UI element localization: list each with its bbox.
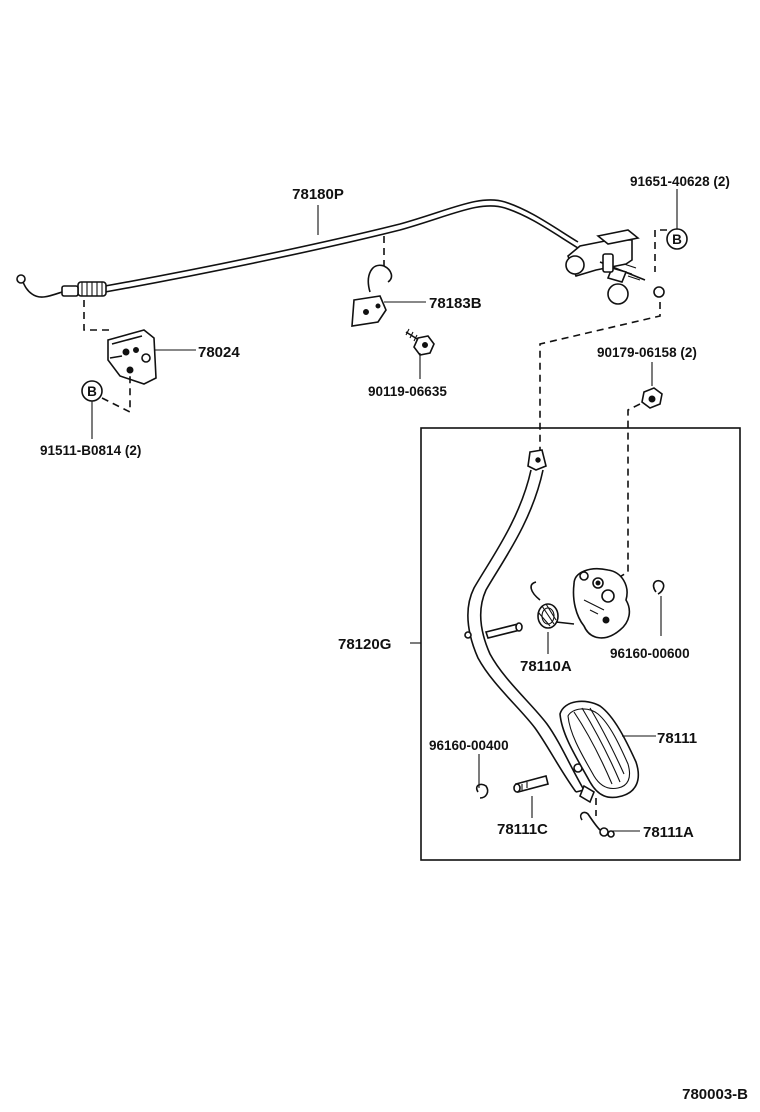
label-pin: 78111C [497, 821, 548, 838]
pedal-pad-78111 [559, 700, 640, 804]
label-bracket-cable: 78183B [429, 295, 482, 312]
label-nut-right: 90179-06158 (2) [597, 345, 697, 360]
nut-90179 [641, 387, 663, 409]
label-bracket-left: 78024 [198, 344, 240, 361]
leader-lines [83, 189, 678, 579]
label-pedal-lever: 78120G [338, 636, 391, 653]
clip-78111a [579, 811, 615, 838]
bracket-78024 [107, 329, 157, 385]
bolt-90119 [405, 328, 435, 356]
label-bolt-mid: 90119-06635 [368, 384, 447, 399]
label-cable: 78180P [292, 186, 344, 203]
accelerator-pedal-lever [467, 449, 585, 793]
diagram-id: 780003-B [682, 1086, 748, 1103]
pedal-assembly-frame [420, 427, 741, 861]
cable-support-bracket [351, 264, 393, 327]
clip-96160-00600 [652, 579, 665, 595]
label-clip-pad: 78111A [643, 824, 694, 841]
ref-marker-b-left: B [81, 380, 103, 402]
label-pedal-pad: 78111 [657, 730, 697, 747]
clip-96160-00400 [475, 783, 489, 799]
svg-text:B: B [87, 384, 97, 399]
cable-end-nipple [16, 274, 26, 284]
pedal-leader-lines [478, 596, 662, 832]
svg-text:B: B [672, 232, 682, 247]
pedal-bracket-plate [572, 568, 631, 639]
pivot-shaft [464, 622, 523, 639]
return-spring-78110a [530, 581, 575, 629]
label-bolt-top: 91651-40628 (2) [630, 174, 730, 189]
throttle-cable [16, 199, 665, 305]
label-clip-left: 96160-00400 [429, 738, 509, 753]
pin-78111c [513, 775, 549, 793]
label-spring: 78110A [520, 658, 572, 675]
label-clip-right: 96160-00600 [610, 646, 690, 661]
label-bolt-left: 91511-B0814 (2) [40, 443, 141, 458]
cable-end-stud [653, 286, 665, 298]
ref-marker-b-top-right: B [666, 228, 688, 250]
